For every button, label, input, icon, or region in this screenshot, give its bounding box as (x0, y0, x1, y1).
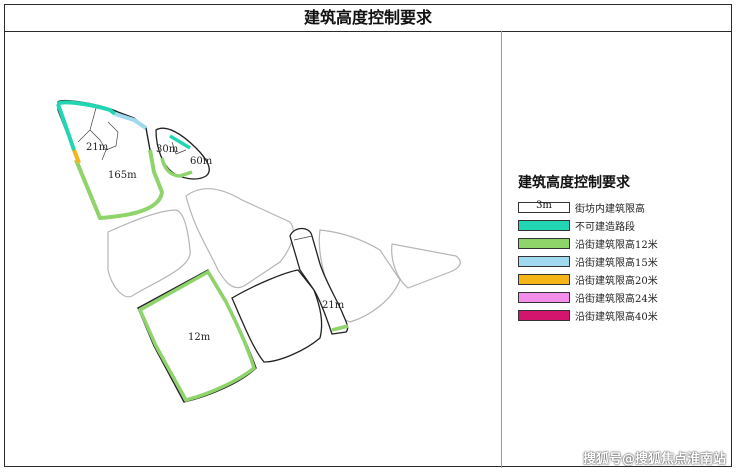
frontage-12m-e (137, 269, 257, 403)
drawing-frame: 建筑高度控制要求 (4, 4, 732, 468)
legend-swatch-text: 3m (536, 199, 552, 211)
frontage-12m-f (331, 324, 349, 332)
legend-item: 沿街建筑限高40米 (518, 306, 658, 324)
frontage-12m-a (74, 149, 165, 221)
no-build-frontage-a (56, 100, 117, 151)
legend-swatch (518, 237, 570, 249)
frontage-20m-a (72, 149, 81, 164)
legend-item: 沿街建筑限高12米 (518, 234, 658, 252)
legend-title: 建筑高度控制要求 (518, 175, 630, 191)
legend-label: 沿街建筑限高40米 (575, 311, 658, 323)
block-e (137, 269, 257, 403)
height-label: 21m (322, 300, 345, 311)
block-b (155, 127, 210, 180)
legend-swatch: 3m (518, 199, 570, 213)
legend-item: 沿街建筑限高24米 (518, 288, 658, 306)
block-center (231, 269, 323, 363)
height-label: 12m (188, 332, 211, 343)
legend-label: 沿街建筑限高20米 (575, 275, 658, 287)
panel-divider (501, 31, 502, 468)
height-label: 60m (190, 156, 213, 167)
legend-label: 不可建造路段 (575, 221, 635, 233)
watermark: 搜狐号@搜狐焦点淮南站 (582, 452, 726, 467)
legend-item: 不可建造路段 (518, 216, 658, 234)
frontage-12m-b (160, 157, 193, 178)
height-label: 165m (108, 170, 137, 181)
height-label: 21m (86, 142, 109, 153)
block-f (289, 227, 349, 335)
height-label: 30m (156, 144, 179, 155)
legend-swatch (518, 291, 570, 303)
legend-swatch (518, 255, 570, 267)
legend-label: 沿街建筑限高15米 (575, 257, 658, 269)
legend-swatch (518, 309, 570, 321)
frontage-15m-a (114, 112, 148, 130)
legend-swatch (518, 219, 570, 231)
legend-label: 沿街建筑限高24米 (575, 293, 658, 305)
page-title: 建筑高度控制要求 (5, 5, 731, 32)
legend-swatch (518, 273, 570, 285)
legend-item: 3m 街坊内建筑限高 (518, 198, 658, 216)
unassigned-blocks (107, 188, 461, 323)
legend-label: 沿街建筑限高12米 (575, 239, 658, 251)
legend-label: 街坊内建筑限高 (575, 203, 645, 215)
legend-item: 沿街建筑限高15米 (518, 252, 658, 270)
block-a (56, 100, 165, 221)
no-build-frontage-b (169, 134, 191, 150)
legend-item: 沿街建筑限高20米 (518, 270, 658, 288)
legend: 建筑高度控制要求 3m 街坊内建筑限高不可建造路段沿街建筑限高12米沿街建筑限高1… (518, 172, 658, 324)
